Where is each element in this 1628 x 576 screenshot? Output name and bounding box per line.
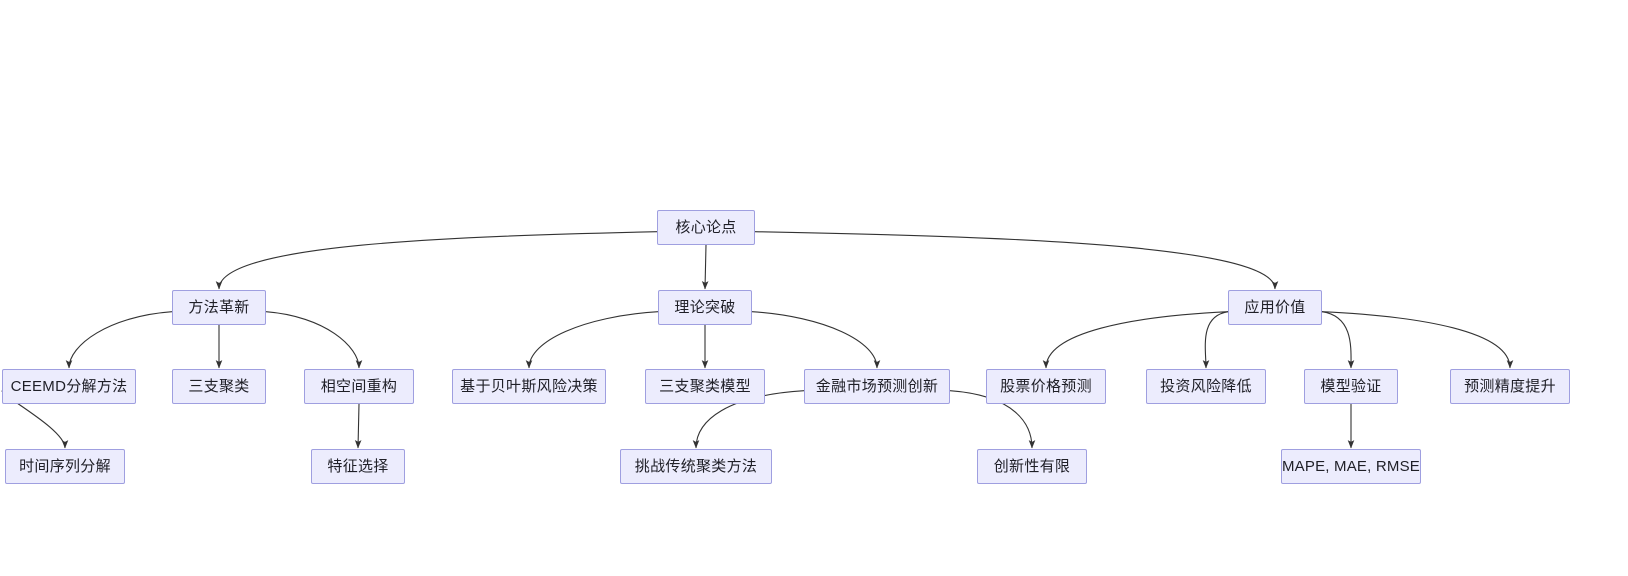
node-theory[interactable]: 理论突破 — [658, 290, 752, 325]
edge-core-to-value — [754, 231, 1279, 290]
node-label: 三支聚类模型 — [659, 378, 751, 395]
node-stock[interactable]: 股票价格预测 — [986, 369, 1106, 404]
edge-value-to-stock — [1042, 311, 1229, 369]
node-threeway[interactable]: 三支聚类 — [172, 369, 266, 404]
edge-theory-to-finance — [751, 311, 881, 369]
node-label: 投资风险降低 — [1160, 378, 1252, 395]
node-ceemd[interactable]: CEEMD分解方法 — [2, 369, 136, 404]
node-feature[interactable]: 特征选择 — [311, 449, 405, 484]
node-risk[interactable]: 投资风险降低 — [1146, 369, 1266, 404]
node-label: 时间序列分解 — [19, 458, 111, 475]
node-label: 核心论点 — [675, 219, 737, 236]
node-label: MAPE, MAE, RMSE — [1281, 458, 1421, 475]
node-label: 应用价值 — [1244, 299, 1306, 316]
node-label: 金融市场预测创新 — [815, 378, 939, 395]
edge-value-to-validate — [1321, 311, 1355, 369]
node-label: 相空间重构 — [320, 378, 398, 395]
edge-value-to-risk — [1202, 311, 1229, 369]
node-bayes[interactable]: 基于贝叶斯风险决策 — [452, 369, 606, 404]
node-twcmodel[interactable]: 三支聚类模型 — [645, 369, 765, 404]
edge-group — [1, 231, 1514, 449]
node-label: CEEMD分解方法 — [10, 378, 128, 395]
edge-method-to-ceemd — [65, 311, 173, 369]
node-core[interactable]: 核心论点 — [657, 210, 755, 245]
node-tsdecomp[interactable]: 时间序列分解 — [5, 449, 125, 484]
node-label: 模型验证 — [1320, 378, 1382, 395]
node-label: 基于贝叶斯风险决策 — [460, 378, 598, 395]
edge-theory-to-bayes — [525, 311, 659, 369]
node-phase[interactable]: 相空间重构 — [304, 369, 414, 404]
node-challenge[interactable]: 挑战传统聚类方法 — [620, 449, 772, 484]
node-label: 挑战传统聚类方法 — [634, 458, 758, 475]
edge-phase-to-feature — [354, 403, 362, 449]
node-metrics[interactable]: MAPE, MAE, RMSE — [1281, 449, 1421, 484]
node-label: 创新性有限 — [993, 458, 1071, 475]
node-label: 股票价格预测 — [1000, 378, 1092, 395]
node-finance[interactable]: 金融市场预测创新 — [804, 369, 950, 404]
node-label: 预测精度提升 — [1464, 378, 1556, 395]
node-method[interactable]: 方法革新 — [172, 290, 266, 325]
node-label: 方法革新 — [188, 299, 250, 316]
node-label: 特征选择 — [327, 458, 389, 475]
edge-value-to-accuracy — [1321, 311, 1514, 369]
node-label: 理论突破 — [674, 299, 736, 316]
node-accuracy[interactable]: 预测精度提升 — [1450, 369, 1570, 404]
node-label: 三支聚类 — [188, 378, 250, 395]
edge-method-to-phase — [265, 311, 363, 369]
edge-core-to-method — [215, 231, 658, 290]
edge-core-to-theory — [701, 244, 709, 290]
node-validate[interactable]: 模型验证 — [1304, 369, 1398, 404]
node-value[interactable]: 应用价值 — [1228, 290, 1322, 325]
node-limited[interactable]: 创新性有限 — [977, 449, 1087, 484]
